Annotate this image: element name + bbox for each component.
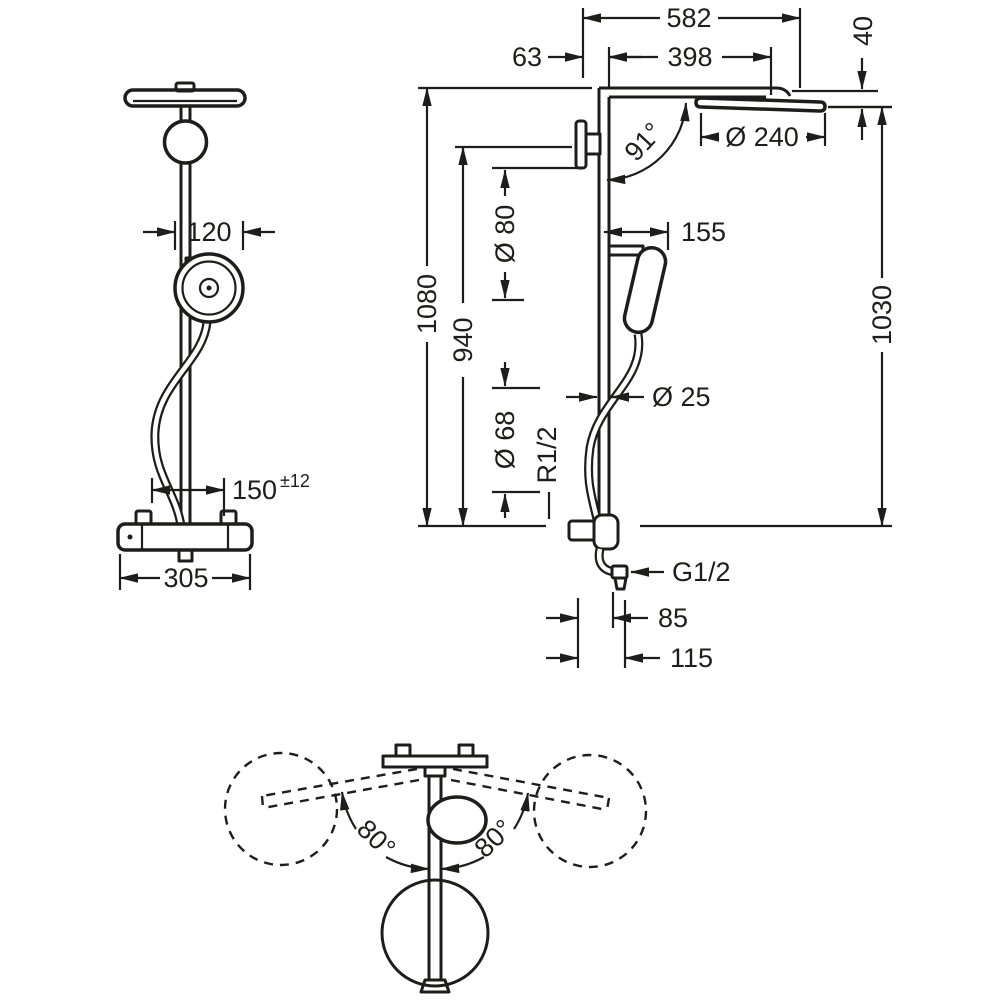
dim-1030: 1030 (640, 105, 897, 528)
handshower-top-view (426, 795, 488, 845)
dim-label-d80: Ø 80 (490, 205, 520, 264)
dim-label-80-left: 80° (351, 814, 401, 864)
dim-hose-projection-150: 150 ±12 (150, 471, 310, 516)
dim-valve-68: Ø 68 (490, 362, 540, 518)
swivel-range-circle-left (223, 751, 339, 867)
thermostat-valve (116, 509, 254, 563)
dim-thermostat-305: 305 (118, 554, 252, 593)
dim-label-40: 40 (848, 16, 878, 46)
swivel-range-circle-right (532, 753, 648, 869)
dim-thread-r12: R1/2 (532, 426, 562, 519)
shower-hose-core (152, 321, 210, 527)
side-view: 582 40 63 398 Ø 240 (412, 3, 897, 673)
wall-escutcheon (162, 119, 209, 165)
outlet-fitting (610, 564, 629, 580)
wall-bracket (574, 119, 602, 170)
dim-115: 115 (546, 600, 713, 673)
dim-label-85: 85 (658, 603, 688, 633)
hand-shower-side (622, 245, 668, 335)
dim-label-120: 120 (186, 217, 231, 247)
dim-1080: 1080 (412, 86, 592, 528)
dim-thread-g12: G1/2 (630, 557, 731, 587)
dim-label-115: 115 (670, 643, 713, 673)
pipe-end-nub (419, 978, 451, 994)
overhead-shower (123, 81, 247, 108)
dim-label-d25: Ø 25 (652, 382, 711, 412)
dim-63: 63 (512, 42, 642, 88)
dim-label-63: 63 (512, 42, 542, 72)
outlet-nub (613, 576, 628, 591)
dim-handshower-120: 120 (143, 217, 275, 250)
dim-label-150-tolerance: ±12 (280, 471, 310, 491)
swivel-arm-left (260, 767, 420, 810)
dim-label-582: 582 (666, 3, 711, 33)
dim-label-305: 305 (163, 563, 208, 593)
dim-escutcheon-80: Ø 80 (490, 166, 578, 302)
valve-side (567, 513, 629, 591)
dim-label-1030: 1030 (867, 285, 897, 345)
dim-40: 40 (792, 16, 892, 140)
swivel-arm-right (450, 767, 611, 812)
dim-angle-91: 91° (606, 102, 690, 185)
handshower-holder-side (607, 244, 645, 257)
shower-head-side (694, 96, 827, 113)
dim-940: 940 (448, 145, 572, 527)
dim-582: 582 (581, 3, 802, 88)
dim-85: 85 (546, 592, 688, 668)
shower-hose-side-core (586, 333, 642, 549)
dim-label-91deg: 91° (619, 117, 669, 167)
dim-label-150: 150 (232, 475, 277, 505)
dim-label-g12: G1/2 (672, 557, 731, 587)
dim-label-240: Ø 240 (725, 122, 799, 152)
dim-label-d68: Ø 68 (490, 411, 520, 470)
head-circle-bottom (380, 878, 490, 988)
hand-shower (173, 252, 245, 324)
front-view: 120 150 ±12 305 (116, 81, 310, 593)
dim-head-240: Ø 240 (699, 113, 827, 152)
dim-398: 398 (608, 42, 773, 95)
dim-swivel-left-80: 80° (340, 791, 430, 874)
dim-label-1080: 1080 (412, 274, 442, 334)
wall-bar-top (381, 743, 489, 778)
dim-155: 155 (603, 217, 726, 250)
top-view: 80° 80° (223, 743, 648, 994)
dim-label-155: 155 (681, 217, 726, 247)
dim-label-940: 940 (448, 317, 478, 362)
dim-label-398: 398 (667, 42, 712, 72)
dim-pipe-25: Ø 25 (566, 382, 711, 412)
dim-label-r12: R1/2 (532, 426, 562, 483)
